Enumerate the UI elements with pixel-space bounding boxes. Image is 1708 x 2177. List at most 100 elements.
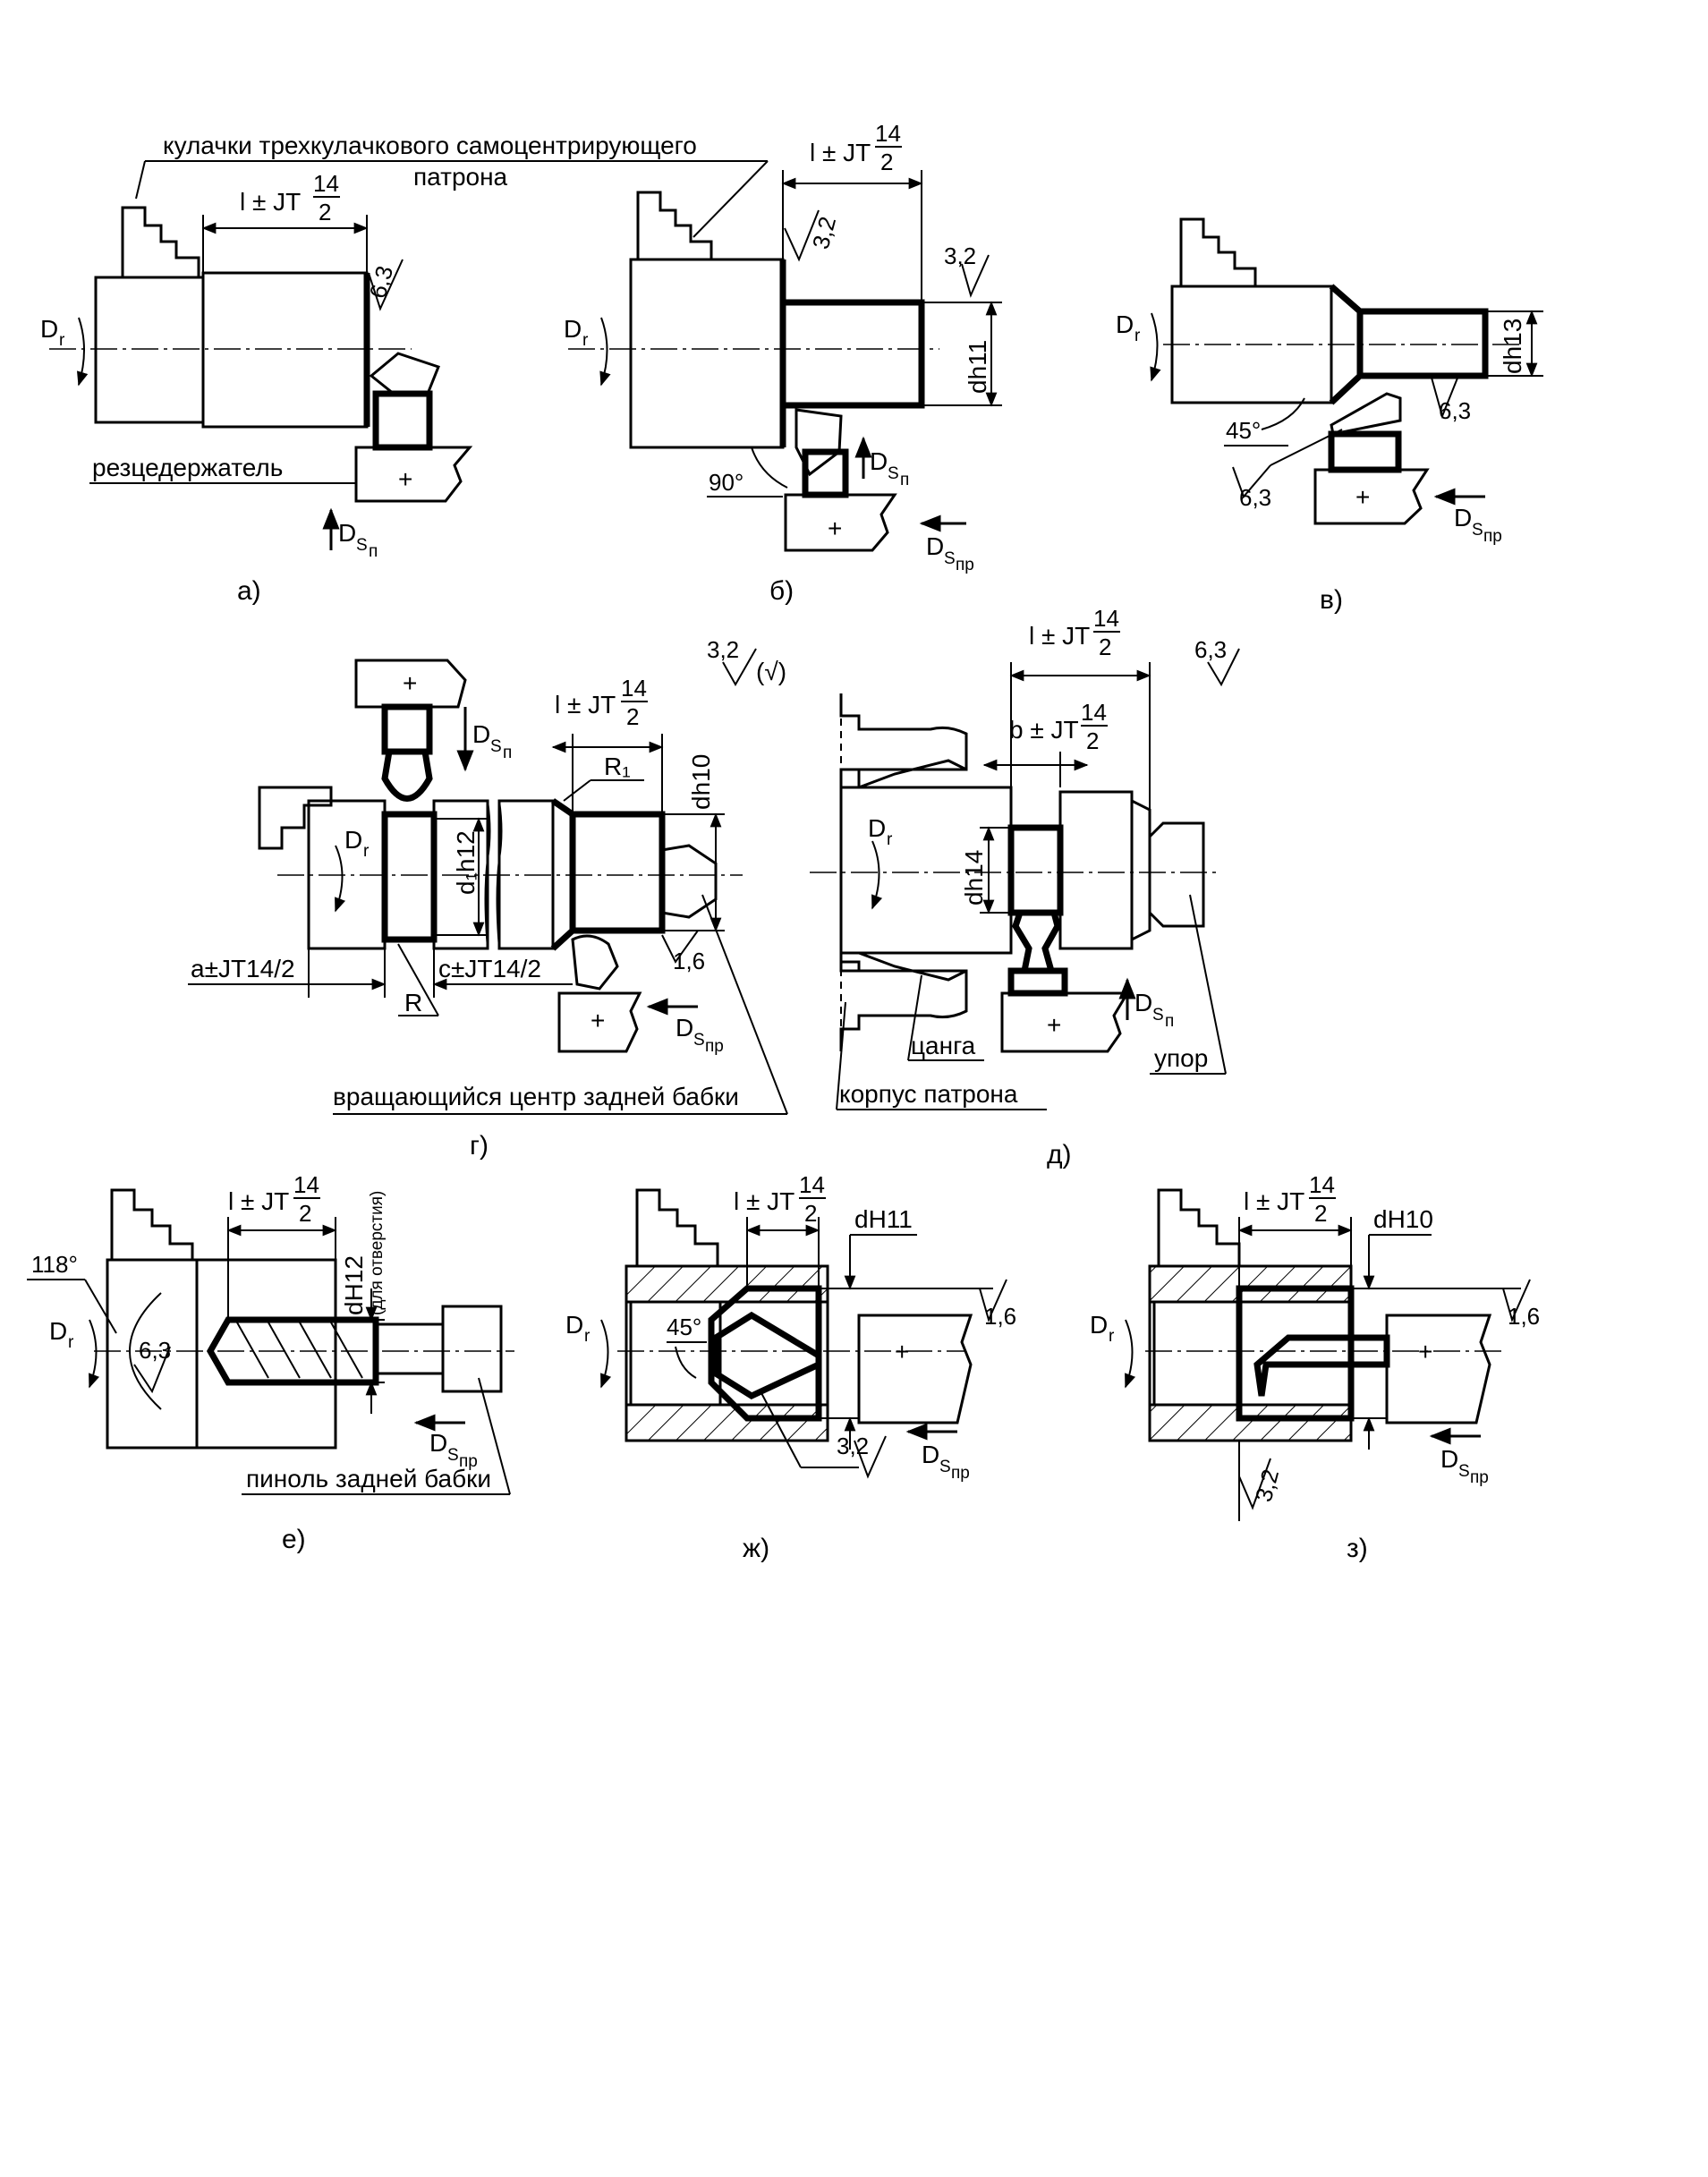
angle-45: 45° xyxy=(1226,417,1261,444)
tolerance-label: l ± JT xyxy=(810,139,871,166)
caption-v: в) xyxy=(1320,585,1343,615)
workpiece-section xyxy=(195,1258,337,1450)
rotation-sub: r xyxy=(887,830,893,849)
tool-holder xyxy=(1385,1314,1492,1424)
roughness-mark xyxy=(1431,375,1459,420)
roughness-mark xyxy=(661,930,699,964)
chuck-jaw xyxy=(635,1188,719,1266)
feed-sub: S xyxy=(447,1446,459,1465)
rotation-arrow xyxy=(599,317,611,387)
tolerance-label: l ± JT xyxy=(1029,622,1090,650)
dim-r1: R₁ xyxy=(604,753,631,780)
general-roughness: 3,2 (√) 6,3 xyxy=(707,636,1240,687)
tolerance-label: l ± JT xyxy=(228,1187,289,1215)
roughness-mark xyxy=(1502,1279,1531,1322)
figure-b: D r l ± JT 14 2 3,2 dh11 3,2 + 90° D S п… xyxy=(564,120,1002,606)
figure-g: D r + D S п d₁h12 l ± JT 14 2 R₁ dh10 1,… xyxy=(188,659,788,1161)
roughness-value: 3,2 xyxy=(1250,1467,1284,1505)
holder-mark: + xyxy=(1047,1011,1061,1039)
chuck-jaw xyxy=(1157,1188,1241,1266)
feed-sub: S xyxy=(939,1458,951,1476)
tolerance-num: 14 xyxy=(313,170,339,197)
rotation-arrow xyxy=(600,1319,612,1389)
leader-line xyxy=(701,894,788,1115)
figure-z: D r + l ± JT 14 2 dH10 1,6 3,2 D S пр з) xyxy=(1090,1171,1540,1563)
dim-dh12: dH12 xyxy=(340,1255,368,1315)
leader-line xyxy=(760,1390,802,1468)
dim-c: c±JT14/2 xyxy=(438,955,541,982)
rotation-arrow xyxy=(77,317,89,387)
figure-a: кулачки трехкулачкового самоцентрирующег… xyxy=(40,132,768,606)
stop-block xyxy=(1148,821,1205,928)
tolerance-num: 14 xyxy=(621,675,647,702)
rotation-sub: r xyxy=(1109,1327,1115,1346)
tool-holder-label: резцедержатель xyxy=(92,454,283,481)
bore xyxy=(1152,1300,1241,1407)
leader-line xyxy=(836,1001,846,1110)
figure-d: D r dh14 + D S п l ± JT 14 2 b ± JT 14 2… xyxy=(810,605,1227,1169)
for-hole-note: (для отверстия) xyxy=(368,1191,387,1315)
feed-sub: S xyxy=(693,1031,705,1050)
feed-sub: S xyxy=(888,464,899,483)
holder-mark: + xyxy=(591,1007,605,1034)
rotation-arrow xyxy=(89,1319,100,1389)
tolerance-num: 14 xyxy=(875,120,901,147)
roughness-value: 6,3 xyxy=(1439,397,1471,424)
rotation-sub: r xyxy=(584,1327,591,1346)
leader-line xyxy=(563,779,591,802)
caption-b: б) xyxy=(769,576,794,606)
dim-dh11-hole: dH11 xyxy=(854,1205,913,1233)
chuck-body-upper xyxy=(839,693,968,789)
leader-line xyxy=(397,943,439,1016)
dim-dh11: dh11 xyxy=(964,340,991,394)
roughness-mark xyxy=(1232,464,1271,498)
machined-step xyxy=(779,299,925,409)
dim-r: R xyxy=(404,989,422,1016)
feed-symbol: D xyxy=(338,519,356,547)
tolerance-den: 2 xyxy=(804,1200,817,1227)
roughness-value: 1,6 xyxy=(984,1303,1016,1330)
angle-arc xyxy=(675,1346,697,1379)
angle-90: 90° xyxy=(709,469,744,496)
dim-d1h12: d₁h12 xyxy=(452,830,480,895)
feed-sub2: п xyxy=(900,471,909,489)
feed-sub: S xyxy=(1472,521,1483,540)
chuck-body-label: корпус патрона xyxy=(839,1080,1018,1108)
rotation-arrow xyxy=(1125,1319,1136,1389)
roughness-suffix: (√) xyxy=(756,658,786,685)
roughness-value: 1,6 xyxy=(1508,1303,1540,1330)
roughness-mark xyxy=(961,254,990,298)
cutting-tool xyxy=(1330,392,1402,436)
cutting-tool xyxy=(369,352,440,395)
feed-sub2: п xyxy=(1165,1012,1174,1031)
tolerance-den: 2 xyxy=(1086,727,1099,754)
cutting-tool xyxy=(795,408,843,477)
tool-holder xyxy=(354,659,467,709)
roughness-value: 3,2 xyxy=(837,1433,869,1459)
feed-sub2: пр xyxy=(459,1452,478,1471)
tool-holder xyxy=(784,493,897,552)
chuck-jaw xyxy=(1179,217,1257,286)
angle-118: 118° xyxy=(31,1251,78,1278)
tool-holder xyxy=(857,1314,973,1424)
roughness-mark xyxy=(784,209,820,262)
workpiece-head xyxy=(1058,790,1134,950)
tolerance-num: 14 xyxy=(1309,1171,1335,1198)
caption-a: а) xyxy=(237,576,261,606)
tool-holder xyxy=(354,446,473,503)
chuck-jaw xyxy=(636,191,713,259)
roughness-mark xyxy=(979,1279,1007,1322)
roughness-mark xyxy=(1207,648,1240,687)
angle-arc xyxy=(1261,397,1305,430)
feed-sub: S xyxy=(1458,1462,1470,1481)
workpiece-body xyxy=(629,258,785,449)
tolerance-den: 2 xyxy=(1314,1200,1327,1227)
caption-e: е) xyxy=(282,1525,306,1554)
tolerance-num: 14 xyxy=(1081,699,1107,726)
roughness-mark xyxy=(722,648,757,687)
roughness-value: 3,2 xyxy=(944,242,976,269)
leader-line xyxy=(478,1377,511,1495)
feed-symbol: D xyxy=(472,720,490,748)
feed-sub2: пр xyxy=(1483,527,1502,546)
